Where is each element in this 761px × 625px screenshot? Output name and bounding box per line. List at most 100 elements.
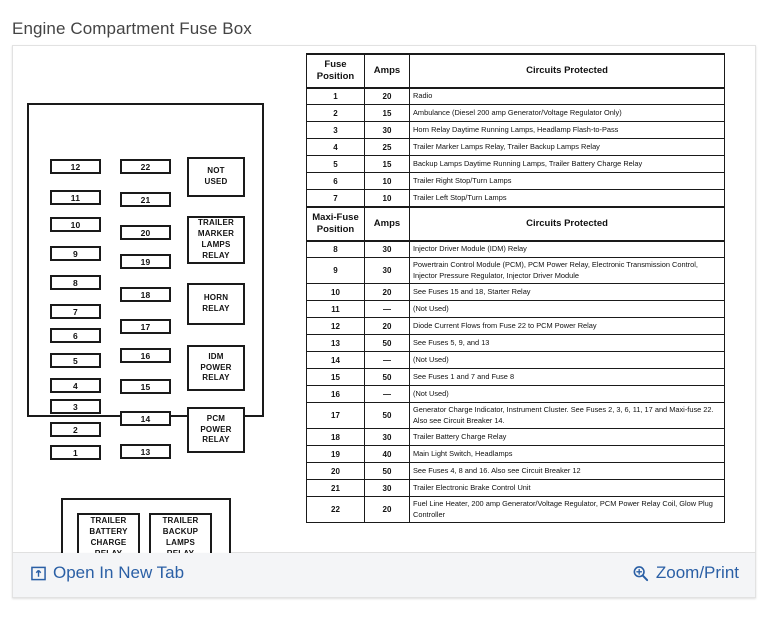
open-in-new-tab-label: Open In New Tab <box>53 563 185 582</box>
table-row: 11—(Not Used) <box>306 300 725 318</box>
fuse-amps-5: 15 <box>364 155 410 174</box>
maxi-fuse-circuits-9: Powertrain Control Module (PCM), PCM Pow… <box>409 257 725 284</box>
fuse-slot-8[interactable]: 8 <box>50 275 101 290</box>
fuse-slot-10[interactable]: 10 <box>50 217 101 232</box>
maxi-fuse-amps-17: 50 <box>364 402 410 429</box>
maxi-fuse-position-20: 20 <box>306 462 365 480</box>
maxi-fuse-circuits-17: Generator Charge Indicator, Instrument C… <box>409 402 725 429</box>
fuse-slot-1[interactable]: 1 <box>50 445 101 460</box>
maxi-fuse-position-17: 17 <box>306 402 365 429</box>
fuse-slot-20[interactable]: 20 <box>120 225 171 240</box>
maxi-fuse-amps-12: 20 <box>364 317 410 335</box>
header-circuits-protected: Circuits Protected <box>409 53 725 89</box>
fuse-slot-5[interactable]: 5 <box>50 353 101 368</box>
header-fuse-position-line1: Fuse <box>324 59 347 70</box>
maxi-fuse-amps-20: 50 <box>364 462 410 480</box>
fuse-slot-3[interactable]: 3 <box>50 399 101 414</box>
relay-pcm-power-line-3: RELAY <box>202 435 230 445</box>
maxi-fuse-amps-8: 30 <box>364 240 410 258</box>
relay-trailer-battery-charge-line-3: CHARGE <box>90 538 127 547</box>
table-row: 16—(Not Used) <box>306 385 725 403</box>
fuse-slot-22[interactable]: 22 <box>120 159 171 174</box>
maxi-fuse-amps-10: 20 <box>364 283 410 301</box>
maxi-fuse-amps-18: 30 <box>364 428 410 446</box>
maxi-fuse-amps-19: 40 <box>364 445 410 463</box>
fuse-slot-19[interactable]: 19 <box>120 254 171 269</box>
maxi-fuse-circuits-8: Injector Driver Module (IDM) Relay <box>409 240 725 258</box>
maxi-fuse-circuits-20: See Fuses 4, 8 and 16. Also see Circuit … <box>409 462 725 480</box>
fuse-slot-14[interactable]: 14 <box>120 411 171 426</box>
maxi-fuse-position-21: 21 <box>306 479 365 497</box>
fuse-slot-7[interactable]: 7 <box>50 304 101 319</box>
magnifier-plus-icon <box>632 565 649 582</box>
maxi-fuse-amps-22: 20 <box>364 496 410 523</box>
fuse-slot-15[interactable]: 15 <box>120 379 171 394</box>
fuse-circuits-5: Backup Lamps Daytime Running Lamps, Trai… <box>409 155 725 174</box>
relay-not-used-line-2: USED <box>204 177 228 186</box>
fuse-amps-7: 10 <box>364 189 410 208</box>
maxi-fuse-circuits-15: See Fuses 1 and 7 and Fuse 8 <box>409 368 725 386</box>
maxi-fuse-circuits-21: Trailer Electronic Brake Control Unit <box>409 479 725 497</box>
relay-trailer-marker-lamps-line-3: LAMPS <box>201 240 231 249</box>
maxi-fuse-circuits-14: (Not Used) <box>409 351 725 369</box>
maxi-fuse-amps-21: 30 <box>364 479 410 497</box>
maxi-fuse-circuits-16: (Not Used) <box>409 385 725 403</box>
fuse-slot-13[interactable]: 13 <box>120 444 171 459</box>
fuse-slot-12[interactable]: 12 <box>50 159 101 174</box>
fuse-slot-6[interactable]: 6 <box>50 328 101 343</box>
fuse-slot-4[interactable]: 4 <box>50 378 101 393</box>
fuse-slot-21[interactable]: 21 <box>120 192 171 207</box>
fuse-slot-16[interactable]: 16 <box>120 348 171 363</box>
fuse-slot-9[interactable]: 9 <box>50 246 101 261</box>
table-header-row: Fuse Position Amps Circuits Protected <box>306 53 725 89</box>
page-title: Engine Compartment Fuse Box <box>12 19 252 38</box>
fuse-position-3: 3 <box>306 121 365 140</box>
fuse-circuits-1: Radio <box>409 87 725 106</box>
relay-trailer-battery-charge-line-1: TRAILER <box>90 516 127 526</box>
fuse-circuits-2: Ambulance (Diesel 200 amp Generator/Volt… <box>409 104 725 123</box>
maxi-fuse-position-8: 8 <box>306 240 365 258</box>
relay-pcm-power-line-1: PCM <box>206 413 226 423</box>
relay-horn-line-1: HORN <box>203 293 229 303</box>
fuse-position-7: 7 <box>306 189 365 208</box>
relay-idm-power-line-1: IDM <box>208 351 224 361</box>
relay-trailer-marker-lamps-line-1: TRAILER <box>197 218 235 228</box>
fuse-slot-18[interactable]: 18 <box>120 287 171 302</box>
maxi-fuse-circuits-11: (Not Used) <box>409 300 725 318</box>
relay-trailer-backup-lamps-line-3: LAMPS <box>166 538 195 547</box>
fuse-slot-2[interactable]: 2 <box>50 422 101 437</box>
zoom-print-button[interactable]: Zoom/Print <box>632 563 739 583</box>
maxi-fuse-position-12: 12 <box>306 317 365 335</box>
relay-horn-line-2: RELAY <box>202 304 230 313</box>
relay-not-used-line-1: NOT <box>207 166 225 176</box>
fuse-slot-11[interactable]: 11 <box>50 190 101 205</box>
fuse-amps-6: 10 <box>364 172 410 191</box>
header-maxi-fuse-position-line1: Maxi-Fuse <box>312 211 359 223</box>
fuse-position-2: 2 <box>306 104 365 123</box>
fuse-slot-17[interactable]: 17 <box>120 319 171 334</box>
maxi-fuse-position-10: 10 <box>306 283 365 301</box>
relay-pcm-power-line-2: POWER <box>200 424 232 434</box>
open-in-new-tab-button[interactable]: Open In New Tab <box>31 563 184 583</box>
